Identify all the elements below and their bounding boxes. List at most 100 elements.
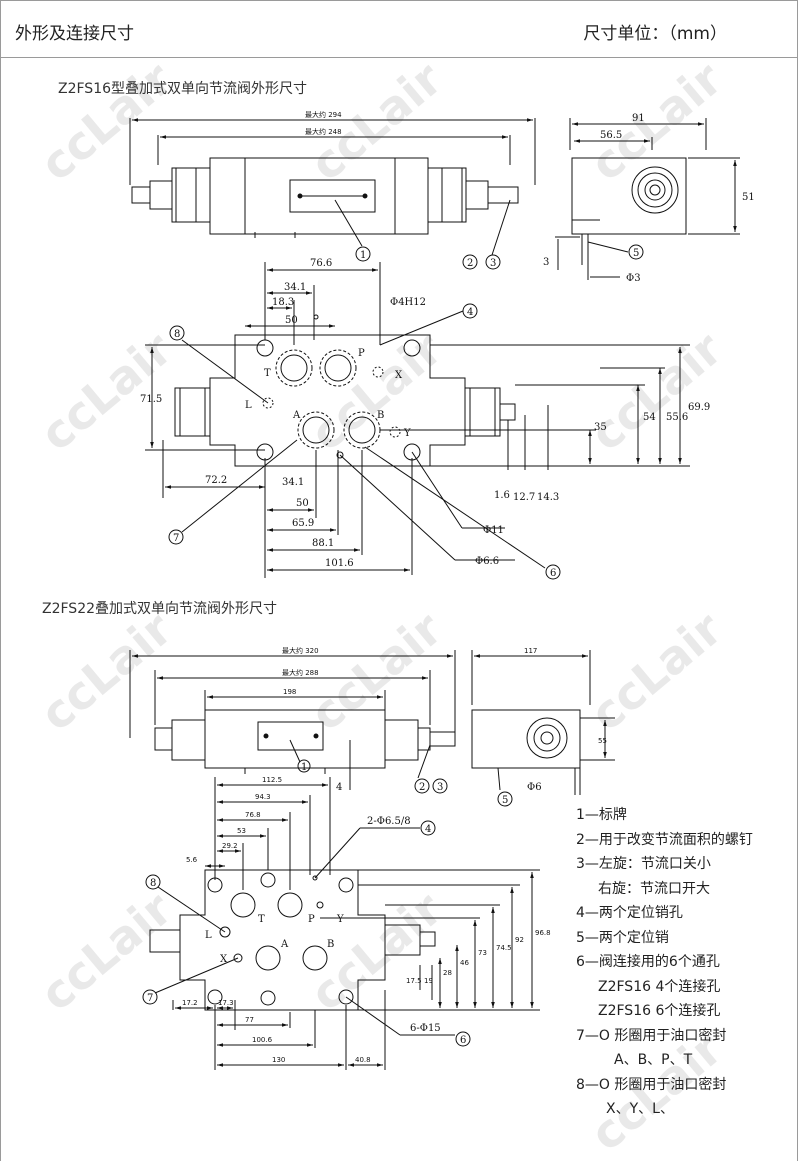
port-label: T [258, 914, 265, 925]
port-label: T [264, 368, 271, 379]
callout-number: 8 [150, 878, 156, 889]
port-label: Y [403, 428, 411, 439]
section1-title: Z2FS16型叠加式双单向节流阀外形尺寸 [58, 81, 308, 97]
s1-side-view [555, 118, 740, 280]
callout-number: 6 [460, 1035, 466, 1046]
callout-number: 2 [419, 782, 425, 793]
legend-item: 4—两个定位销孔 [576, 905, 683, 921]
callout-number: 6 [550, 568, 556, 579]
page-header: 外形及连接尺寸 尺寸单位：（mm） [0, 0, 798, 58]
legend-item: 右旋：节流口开大 [598, 880, 710, 897]
dim-label: 5.6 [186, 856, 198, 864]
dim-label: 69.9 [688, 402, 710, 413]
callout-number: 1 [301, 762, 307, 773]
dim-label: 51 [742, 192, 755, 203]
units-label: 尺寸单位：（mm） [583, 24, 727, 44]
dim-label: 最大约 294 [305, 110, 342, 119]
legend-item: 8—O 形圈用于油口密封 [576, 1076, 727, 1093]
dim-label: 72.2 [205, 475, 227, 486]
legend-item: 5—两个定位销 [576, 929, 669, 946]
port-label: A [280, 939, 289, 950]
port-label: Y [336, 914, 344, 925]
callout-number: 2 [467, 258, 473, 269]
legend-item: X、Y、L、 [606, 1101, 674, 1117]
section2-title: Z2FS22叠加式双单向节流阀外形尺寸 [42, 601, 278, 617]
legend-item: 2—用于改变节流面积的螺钉 [576, 831, 753, 848]
dim-label: 100.6 [252, 1036, 273, 1044]
dim-label: 18.3 [272, 297, 294, 308]
dim-label: 1.6 [494, 490, 510, 501]
legend: 1—标牌 2—用于改变节流面积的螺钉 3—左旋：节流口关小 右旋：节流口开大 4… [576, 803, 753, 1122]
callout-number: 4 [467, 307, 473, 318]
s2-plan-view [142, 777, 540, 1070]
dim-label: 92 [515, 936, 524, 944]
dim-label: 55.6 [666, 412, 688, 423]
dim-label: 73 [478, 949, 487, 957]
callout-number: 1 [360, 250, 366, 261]
dim-label: Φ4H12 [390, 297, 426, 308]
callout-number: 4 [425, 824, 431, 835]
dim-label: 55 [598, 737, 607, 745]
dim-label: 91 [632, 113, 645, 124]
dim-label: 17.2 [182, 999, 198, 1007]
port-label: L [245, 400, 252, 411]
dim-label: 最大约 288 [282, 668, 319, 677]
legend-item: 3—左旋：节流口关小 [576, 856, 711, 872]
port-label: X [395, 370, 403, 381]
s1-front-view [129, 118, 536, 270]
dim-label: 40.8 [355, 1056, 371, 1064]
s2-side-view [471, 650, 615, 807]
dim-label: Φ6 [527, 782, 542, 793]
dim-label: 34.1 [282, 477, 304, 488]
legend-item: 1—标牌 [576, 807, 627, 823]
legend-item: Z2FS16 4个连接孔 [598, 978, 721, 995]
legend-item: 6—阀连接用的6个通孔 [576, 954, 720, 970]
dim-label: 6-Φ15 [410, 1023, 441, 1034]
dim-label: Φ6.6 [475, 556, 499, 567]
callout-number: 8 [174, 329, 180, 340]
dim-label: 50 [285, 315, 298, 326]
dim-label: 2-Φ6.5/8 [367, 816, 411, 827]
dim-label: 74.5 [496, 944, 512, 952]
dim-label: 117 [524, 647, 537, 655]
port-label: A [292, 410, 301, 421]
dim-label: 34.1 [284, 282, 306, 293]
s2-front-view [129, 650, 456, 794]
port-label: P [358, 348, 365, 359]
dim-label: 4 [336, 782, 342, 793]
port-label: L [205, 930, 212, 941]
dim-label: 19 [424, 977, 433, 985]
callout-number: 5 [502, 795, 508, 806]
legend-item: Z2FS16 6个连接孔 [598, 1003, 721, 1019]
dim-label: 3 [543, 257, 549, 268]
legend-item: 7—O 形圈用于油口密封 [576, 1027, 727, 1044]
dim-label: 94.3 [255, 793, 271, 801]
dim-label: 76.8 [245, 811, 261, 819]
dim-label: 50 [296, 498, 309, 509]
callout-number: 7 [147, 993, 153, 1004]
dim-label: 28 [443, 969, 452, 977]
dim-label: 88.1 [312, 538, 334, 549]
dim-label: 112.5 [262, 776, 282, 784]
port-label: B [327, 939, 334, 950]
dim-label: 96.8 [535, 929, 551, 937]
dim-label: 65.9 [292, 518, 314, 529]
dim-label: 17.5 [406, 977, 422, 985]
dim-label: 54 [643, 412, 656, 423]
callout-number: 7 [173, 533, 179, 544]
callout-number: 3 [437, 782, 443, 793]
page-title: 外形及连接尺寸 [15, 24, 134, 44]
port-label: B [377, 410, 384, 421]
dim-label: 76.6 [310, 258, 332, 269]
dim-label: 17.3 [218, 999, 234, 1007]
legend-item: A、B、P、T [614, 1052, 693, 1068]
s1-labels: 最大约 294 最大约 248 1 2 3 91 56.5 51 3 Φ3 5 … [140, 110, 755, 579]
dim-label: 71.5 [140, 394, 162, 405]
dim-label: 198 [283, 688, 296, 696]
port-label: X [220, 954, 228, 965]
dim-label: 130 [272, 1056, 285, 1064]
s2-labels: 最大约 320 最大约 288 198 4 1 2 3 117 55 Φ6 5 … [147, 646, 607, 1064]
dim-label: 101.6 [325, 558, 354, 569]
dim-label: 最大约 248 [305, 127, 342, 136]
